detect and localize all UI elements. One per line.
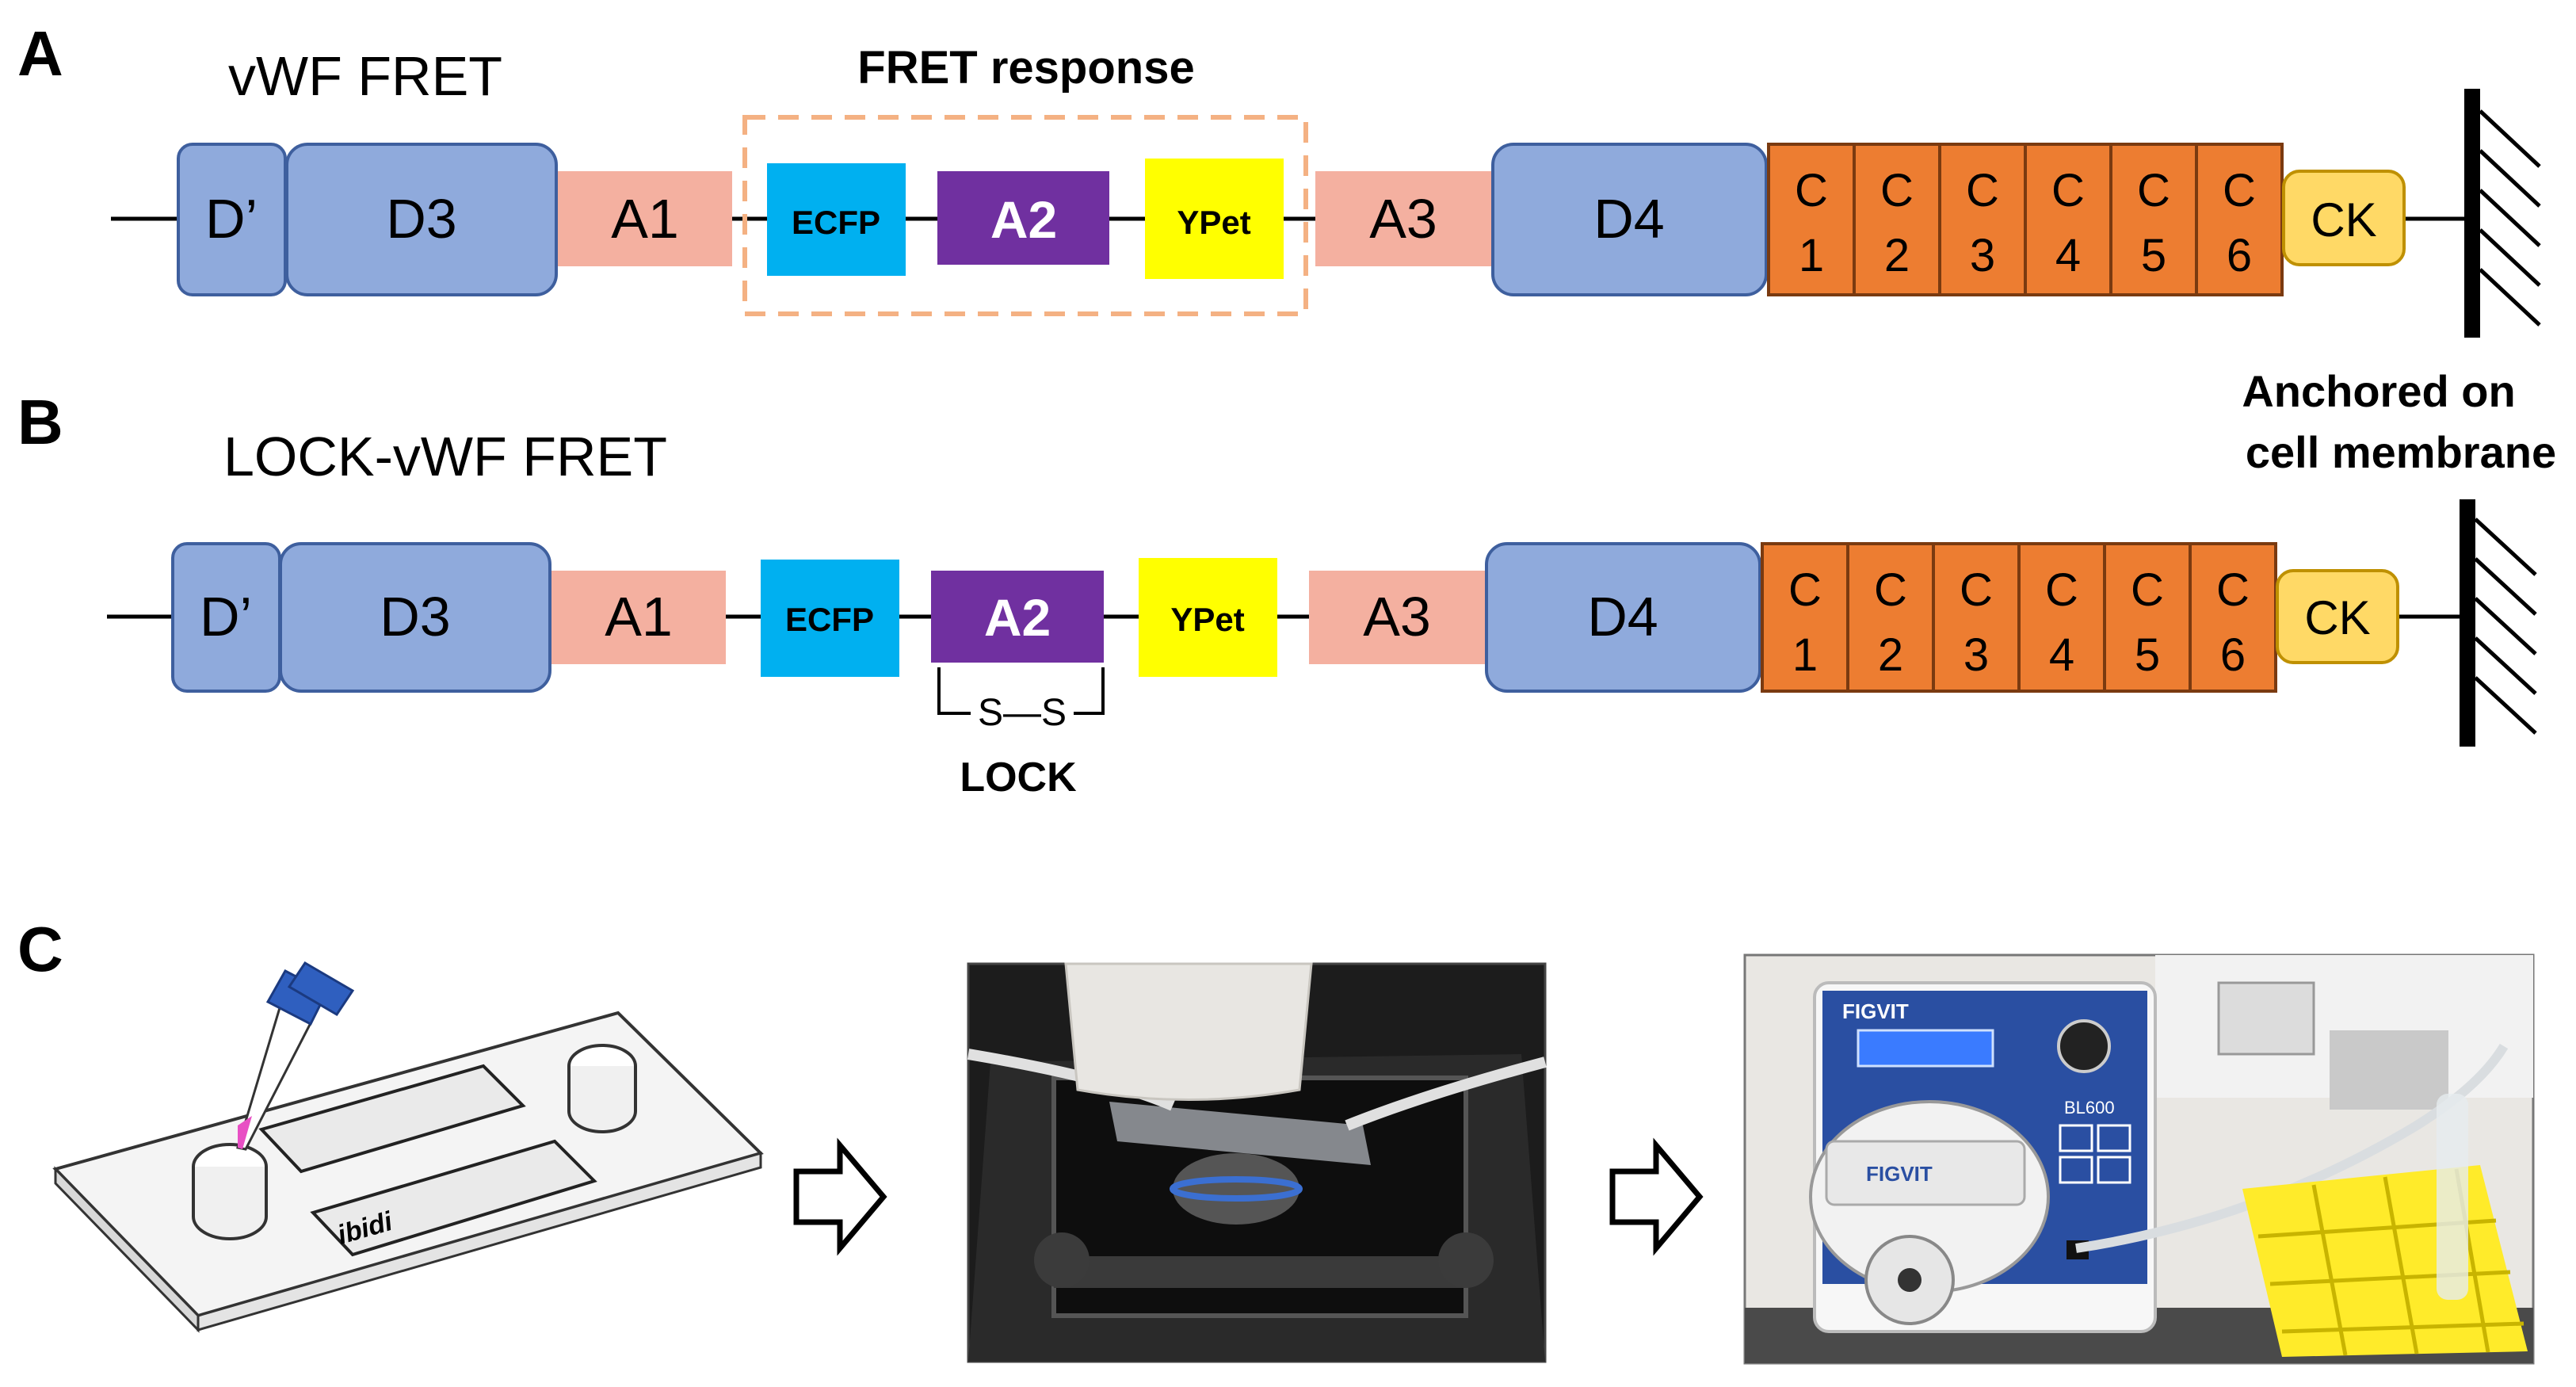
- membrane-anchor-b: [2460, 499, 2537, 747]
- domain-dprime-b-label: D’: [200, 586, 252, 648]
- panel-letter-b: B: [17, 387, 63, 457]
- domain-c6-a: [2195, 143, 2284, 296]
- domain-a3-a-label: A3: [1369, 188, 1437, 250]
- domain-ck-a: [2282, 170, 2406, 266]
- domain-c4-a: [2024, 143, 2112, 296]
- domain-a2-b-label: A2: [984, 588, 1051, 647]
- domain-ypet-b-label: YPet: [1170, 601, 1244, 638]
- domain-c5-b: [2103, 542, 2192, 693]
- panel-b-title: LOCK-vWF FRET: [223, 426, 667, 487]
- fret-response-box: [742, 115, 1308, 316]
- c-domains-b: C 1 C 2 C 3 C 4 C 5 C 6: [1761, 542, 2277, 693]
- domain-c2-a-number: 2: [1884, 230, 1910, 281]
- domain-c3-b: [1932, 542, 2021, 693]
- membrane-anchor-a: [2464, 89, 2541, 338]
- domain-c3-a-letter: C: [1966, 165, 1999, 216]
- domain-ypet-b: [1139, 558, 1277, 677]
- domain-d4-a: [1491, 143, 1768, 296]
- pump-head-brand: FIGVIT: [1866, 1162, 1933, 1186]
- microscope-stage-photo: [967, 962, 1547, 1363]
- domain-d4-b-label: D4: [1587, 586, 1658, 648]
- domain-ecfp-a-label: ECFP: [792, 204, 880, 241]
- domain-a1-a-label: A1: [611, 188, 679, 250]
- flow-slide-illustration: ibidi: [52, 961, 764, 1333]
- domain-c4-b-letter: C: [2045, 564, 2078, 616]
- peristaltic-pump-photo: FIGVIT BL600 FIGVIT: [1743, 953, 2535, 1365]
- domain-d3-a: [285, 143, 558, 296]
- domain-c5-b-number: 5: [2135, 629, 2160, 681]
- disulfide-bond: S—S: [978, 692, 1067, 734]
- domain-c1-b-number: 1: [1792, 629, 1818, 681]
- domain-c1-a-letter: C: [1795, 165, 1828, 216]
- domain-a3-a: [1315, 171, 1491, 266]
- domain-c6-a-letter: C: [2223, 165, 2256, 216]
- domain-dprime-a-label: D’: [205, 188, 258, 250]
- domain-ck-b: [2276, 569, 2399, 664]
- domain-c4-b-number: 4: [2049, 629, 2074, 681]
- domain-c5-b-letter: C: [2131, 564, 2164, 616]
- panel-a-title: vWF FRET: [228, 45, 502, 107]
- domain-c1-b-letter: C: [1788, 564, 1822, 616]
- domain-c5-a-letter: C: [2137, 165, 2170, 216]
- domain-c4-b: [2017, 542, 2106, 693]
- panel-a: A vWF FRET FRET response D’ D3 A1 ECFP A…: [17, 18, 2541, 338]
- domain-c5-a-number: 5: [2141, 230, 2166, 281]
- domain-ypet-a: [1145, 159, 1284, 279]
- domain-c6-b-letter: C: [2216, 564, 2250, 616]
- domain-c1-a-number: 1: [1799, 230, 1824, 281]
- domain-c2-b-number: 2: [1878, 629, 1903, 681]
- domain-d3-b-label: D3: [380, 586, 450, 648]
- domain-a2-a-label: A2: [990, 190, 1057, 249]
- panel-c: C ibidi: [17, 914, 2535, 1365]
- domain-d3-a-label: D3: [386, 188, 456, 250]
- domain-c4-a-number: 4: [2055, 230, 2081, 281]
- domain-a1-b-label: A1: [605, 586, 673, 648]
- domain-ck-a-label: CK: [2311, 193, 2376, 246]
- domain-ecfp-b: [761, 560, 899, 677]
- fret-response-label: FRET response: [857, 42, 1194, 94]
- domain-a2-b: [931, 571, 1104, 663]
- panel-letter-a: A: [17, 18, 63, 89]
- pump-model: BL600: [2064, 1098, 2115, 1118]
- domain-c6-b: [2189, 542, 2277, 693]
- domain-d4-b: [1485, 542, 1761, 693]
- domain-c6-b-number: 6: [2220, 629, 2246, 681]
- domain-c3-b-number: 3: [1963, 629, 1989, 681]
- arrow-2: [1609, 1137, 1704, 1256]
- domain-a2-a: [937, 171, 1109, 265]
- anchor-label-line1: Anchored on: [2242, 366, 2515, 416]
- domain-c3-b-letter: C: [1960, 564, 1993, 616]
- domain-ecfp-b-label: ECFP: [785, 601, 874, 638]
- domain-ck-b-label: CK: [2304, 591, 2370, 644]
- domain-c2-b: [1846, 542, 1935, 693]
- panel-letter-c: C: [17, 914, 63, 984]
- domain-d4-a-label: D4: [1593, 188, 1664, 250]
- lock-bracket: [937, 667, 1105, 715]
- domain-c6-a-number: 6: [2227, 230, 2252, 281]
- domain-c3-a-number: 3: [1970, 230, 1995, 281]
- c-domains-a: C 1 C 2 C 3 C 4 C 5 C 6: [1767, 143, 2284, 296]
- panel-b: B LOCK-vWF FRET Anchored on cell membran…: [17, 366, 2556, 800]
- pump-brand: FIGVIT: [1842, 999, 1909, 1023]
- domain-c3-a: [1938, 143, 2027, 296]
- domain-d3-b: [279, 542, 551, 693]
- domain-ecfp-a: [767, 163, 906, 276]
- lock-label: LOCK: [960, 755, 1077, 800]
- domain-c1-b: [1761, 542, 1849, 693]
- domain-a3-b-label: A3: [1363, 586, 1431, 648]
- domain-a3-b: [1309, 571, 1485, 664]
- domain-a1-a: [558, 171, 732, 266]
- domain-c1-a: [1767, 143, 1856, 296]
- domain-c2-b-letter: C: [1874, 564, 1907, 616]
- anchor-label-line2: cell membrane: [2246, 427, 2556, 477]
- arrow-1: [793, 1137, 887, 1256]
- domain-c4-a-letter: C: [2051, 165, 2085, 216]
- domain-ypet-a-label: YPet: [1177, 204, 1250, 241]
- domain-c2-a-letter: C: [1880, 165, 1914, 216]
- domain-c2-a: [1853, 143, 1941, 296]
- domain-a1-b: [551, 571, 726, 664]
